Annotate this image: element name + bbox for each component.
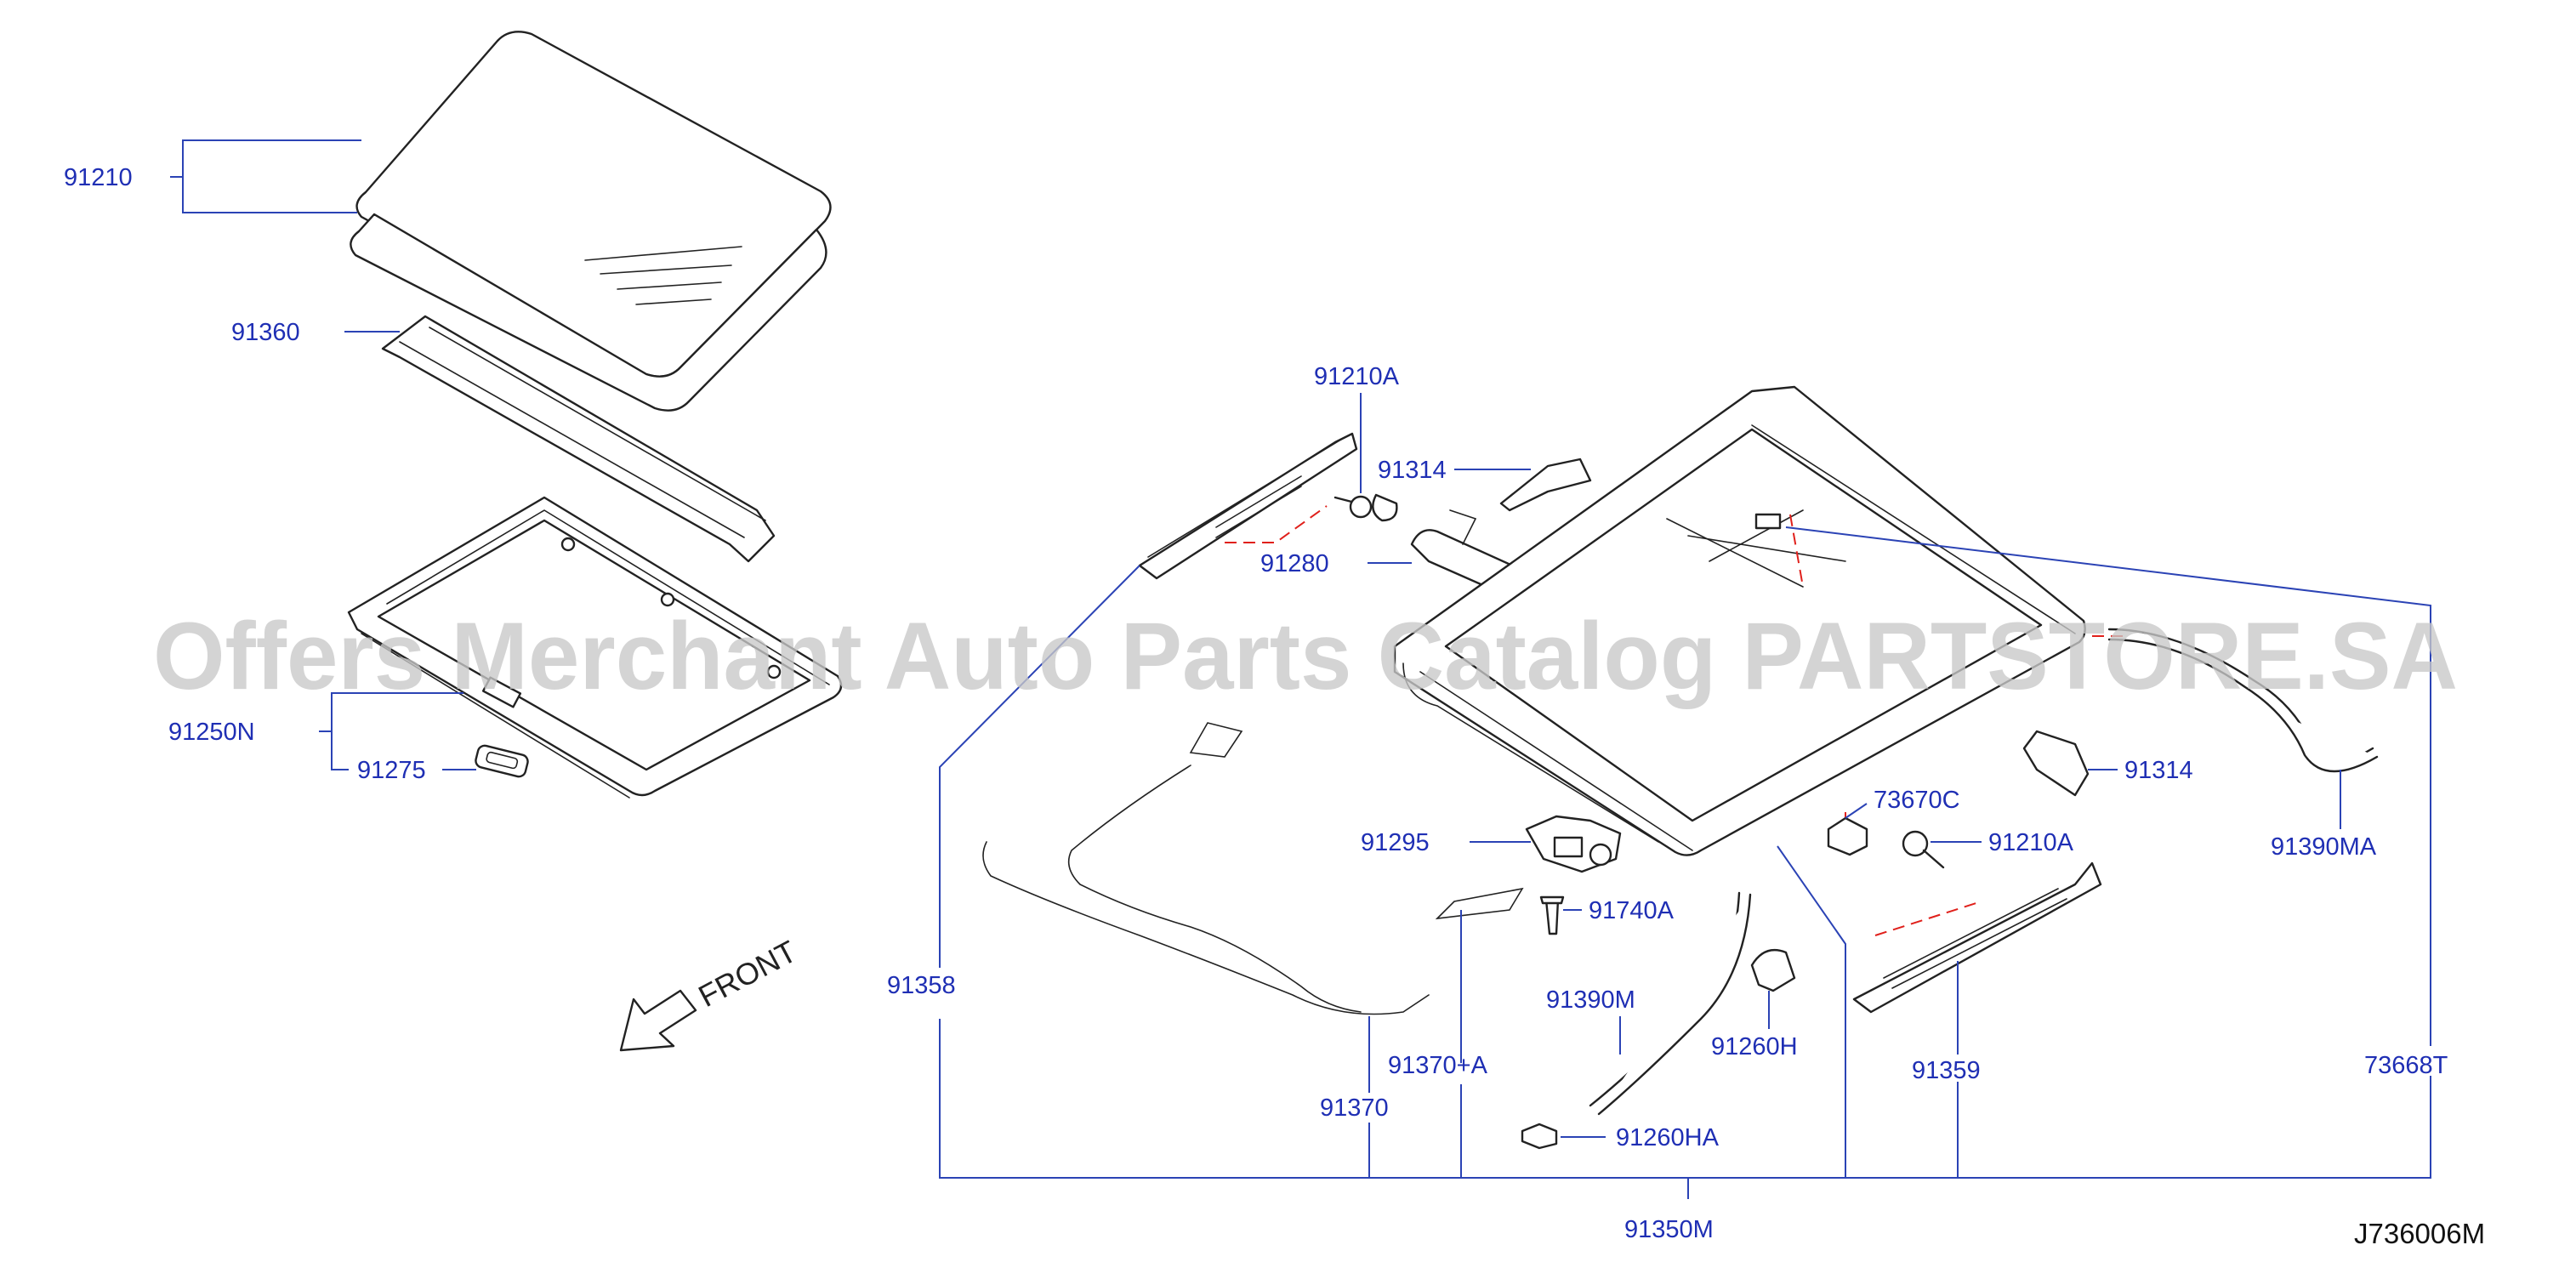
bolt-91210a-right[interactable]	[1902, 830, 1945, 869]
sunshade-frame[interactable]	[347, 496, 843, 799]
front-drain-hose[interactable]	[1589, 891, 1752, 1116]
front-direction-arrow: FRONT	[619, 934, 803, 1052]
label-91359[interactable]: 91359	[1912, 1057, 1981, 1084]
sunroof-main-frame[interactable]	[1393, 385, 2086, 856]
label-91280[interactable]: 91280	[1260, 550, 1329, 577]
label-91390m[interactable]: 91390M	[1546, 986, 1635, 1014]
front-label: FRONT	[693, 934, 803, 1014]
label-91210a-right[interactable]: 91210A	[1988, 829, 2074, 856]
sunroof-glass-panel[interactable]	[350, 31, 832, 412]
bolt-91210a-top[interactable]	[1333, 493, 1398, 522]
bracket-91314-right[interactable]	[2022, 730, 2090, 797]
label-91370a[interactable]: 91370+A	[1388, 1052, 1488, 1079]
label-73670c[interactable]: 73670C	[1874, 787, 1960, 814]
label-91390ma[interactable]: 91390MA	[2271, 833, 2377, 861]
hose-clip-91260h[interactable]	[1750, 948, 1796, 992]
rear-drain-hose[interactable]	[2092, 628, 2379, 773]
label-91314-right[interactable]: 91314	[2124, 757, 2193, 784]
screw-91740a[interactable]	[1539, 895, 1565, 935]
label-91260h[interactable]: 91260H	[1711, 1033, 1798, 1060]
left-guide-rail[interactable]	[1138, 432, 1358, 580]
watermark-text: Offers Merchant Auto Parts Catalog PARTS…	[153, 603, 2458, 709]
front-deflector-strip[interactable]	[381, 315, 776, 563]
label-91314-top[interactable]: 91314	[1378, 457, 1447, 484]
label-91370[interactable]: 91370	[1320, 1094, 1389, 1122]
label-73668t[interactable]: 73668T	[2364, 1052, 2448, 1079]
drive-cables[interactable]	[982, 722, 1524, 1015]
sunshade-handle[interactable]	[475, 744, 530, 778]
label-91358[interactable]: 91358	[887, 972, 956, 999]
label-91260ha[interactable]: 91260HA	[1616, 1124, 1720, 1151]
clip-73670c[interactable]	[1827, 816, 1868, 856]
leader-lines	[170, 139, 2431, 1199]
label-91350m[interactable]: 91350M	[1624, 1216, 1714, 1243]
hose-connector-91260ha[interactable]	[1521, 1123, 1558, 1150]
label-91295[interactable]: 91295	[1361, 829, 1430, 856]
part-labels: 91210 91360 91250N 91275 91210A 91314 91…	[64, 164, 2448, 1243]
sunroof-motor[interactable]	[1525, 815, 1622, 873]
label-91210a-top[interactable]: 91210A	[1314, 363, 1400, 390]
label-91360[interactable]: 91360	[231, 319, 300, 346]
diagram-code: J736006M	[2354, 1218, 2485, 1249]
label-91740a[interactable]: 91740A	[1589, 897, 1675, 924]
label-91210[interactable]: 91210	[64, 164, 133, 191]
bracket-91314-top[interactable]	[1499, 458, 1592, 512]
right-guide-rail[interactable]	[1852, 861, 2102, 1014]
label-91275[interactable]: 91275	[357, 757, 426, 784]
label-91250n[interactable]: 91250N	[168, 719, 255, 746]
